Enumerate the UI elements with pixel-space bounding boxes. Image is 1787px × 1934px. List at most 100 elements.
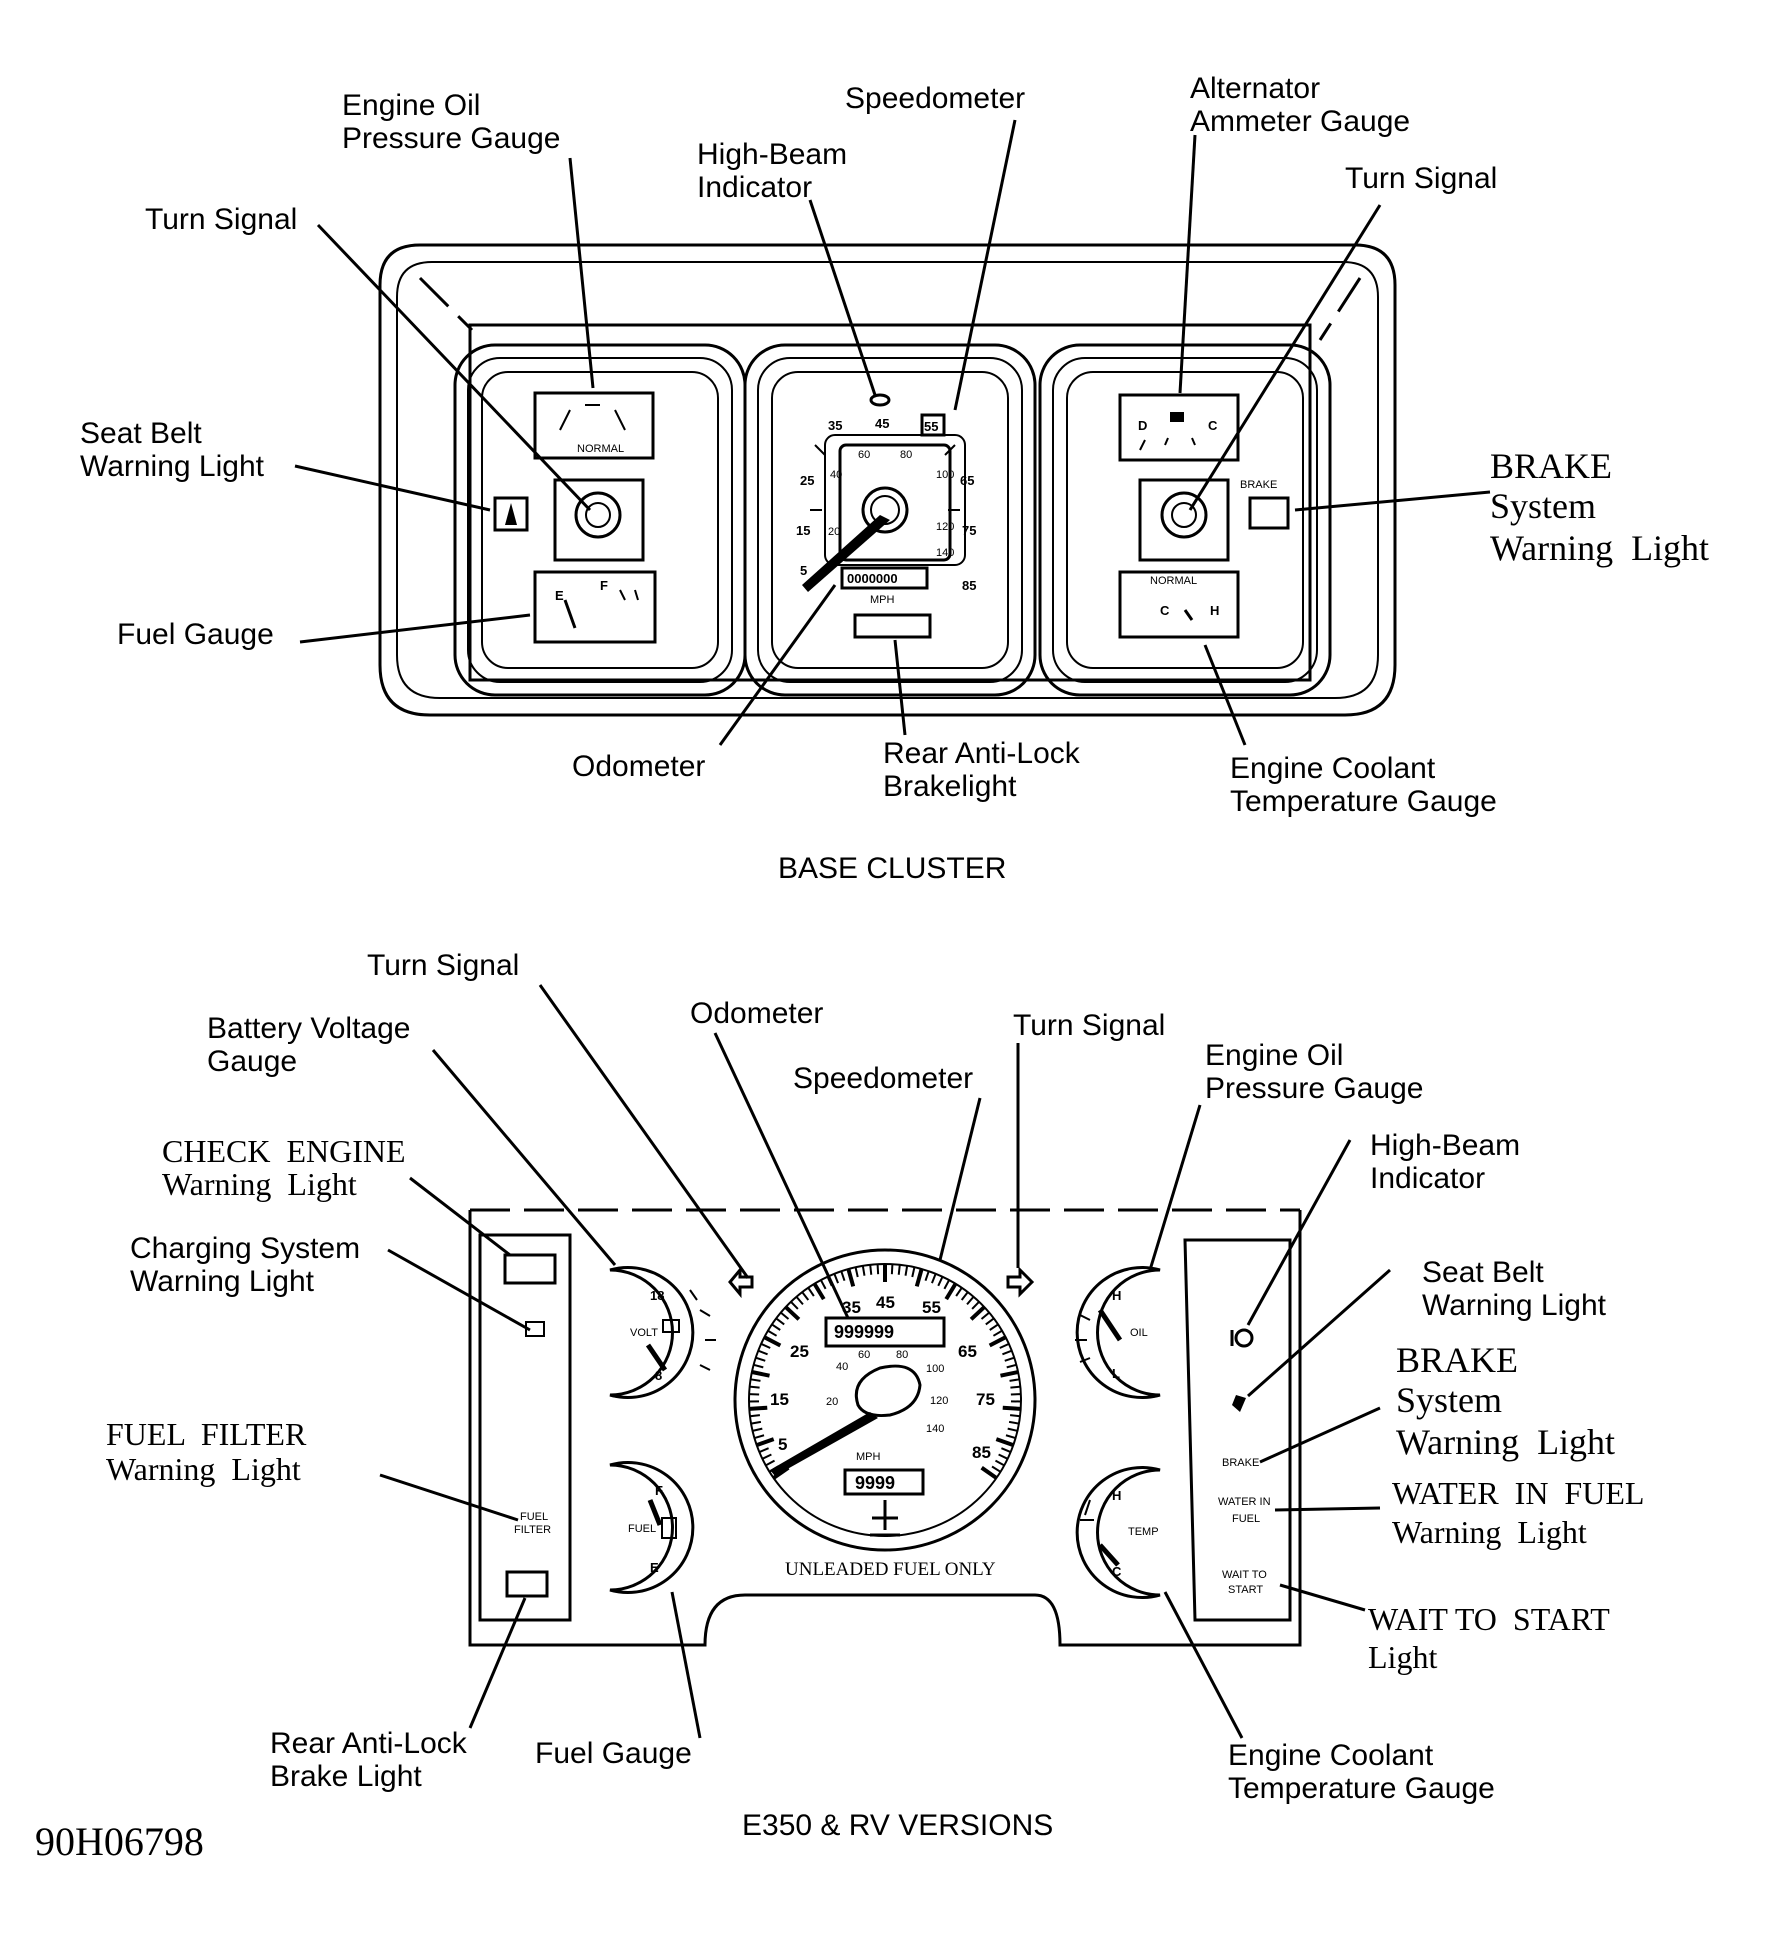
e350-temp-gauge: TEMP H C [1075, 1466, 1161, 1599]
e350-label-brake-3: Warning Light [1396, 1422, 1615, 1462]
base-kmh-140: 140 [936, 547, 954, 559]
fuel-dial-label: FUEL [628, 1523, 656, 1535]
speedometer-tick [771, 1323, 781, 1331]
e350-label-odometer: Odometer [690, 997, 823, 1030]
speedometer-tick [807, 1287, 815, 1297]
speedometer-tick [971, 1301, 980, 1310]
base-odometer [840, 566, 929, 590]
fuel-gauge [533, 570, 657, 644]
base-right-pod: D C BRAKE NORMAL C H [1038, 343, 1332, 697]
e350-speed-75: 75 [976, 1390, 995, 1409]
e350-speed-5: 5 [778, 1435, 787, 1454]
speedometer-tick [761, 1453, 772, 1460]
base-cluster-bezel [378, 243, 1397, 717]
speedometer-tick [756, 1437, 775, 1448]
speedometer-tick [969, 1305, 986, 1321]
volt-label: VOLT [630, 1327, 658, 1339]
speedometer-tick [998, 1453, 1009, 1460]
e350-speed-85: 85 [972, 1443, 991, 1462]
coolant-scale-h: H [1210, 603, 1219, 618]
oil-scale-h: H [1112, 1288, 1121, 1303]
base-odometer-digits: 0000000 [847, 571, 898, 586]
e350-left-lamps: FUEL FILTER [503, 1253, 557, 1598]
base-rear-antilock-light [853, 613, 932, 639]
speedometer-tick [750, 1378, 761, 1382]
e350-speed-15: 15 [770, 1390, 789, 1409]
speedometer-tick [985, 1317, 995, 1326]
e350-left-turn-arrow-icon [728, 1265, 754, 1299]
speedometer-tick [1004, 1356, 1015, 1362]
e350-labels: Turn Signal Battery Voltage Gauge Odomet… [106, 949, 1644, 1842]
base-speed-45: 45 [875, 416, 889, 431]
speedometer-tick [980, 1311, 990, 1320]
speedometer-tick [1002, 1405, 1021, 1411]
water-in-fuel-text-1: WATER IN [1218, 1496, 1271, 1508]
base-label-alternator-2: Ammeter Gauge [1190, 105, 1410, 138]
base-label-fuel-gauge: Fuel Gauge [117, 618, 274, 651]
base-label-rear-antilock-1: Rear Anti-Lock [883, 737, 1081, 770]
e350-volt-gauge: VOLT 18 8 [609, 1266, 716, 1399]
speedometer-tick [749, 1414, 761, 1418]
base-speed-15: 15 [796, 523, 810, 538]
temp-label: TEMP [1128, 1526, 1159, 1538]
e350-leader-lines [379, 984, 1391, 1739]
speedometer-tick [750, 1420, 762, 1425]
speedometer-tick [760, 1342, 771, 1349]
speedometer-tick [753, 1363, 764, 1369]
base-cluster: NORMAL E F 0000000 MPH [80, 72, 1709, 885]
speedometer-tick [980, 1466, 998, 1480]
e350-label-high-beam-2: Indicator [1370, 1162, 1485, 1195]
speedometer-tick [988, 1335, 1007, 1348]
fuel-scale-f: F [600, 578, 608, 593]
speedometer-tick [943, 1279, 950, 1290]
base-left-pod: NORMAL E F [453, 343, 747, 697]
seat-belt-light [493, 496, 529, 532]
e350-kmh-60: 60 [858, 1349, 870, 1361]
e350-label-rear-antilock-2: Brake Light [270, 1760, 422, 1793]
e350-speedometer-needle [770, 1412, 878, 1476]
e350-kmh-20: 20 [826, 1396, 838, 1408]
temp-scale-c: C [1112, 1564, 1122, 1579]
speedometer-tick [1010, 1385, 1021, 1389]
base-label-turn-signal-right: Turn Signal [1345, 162, 1497, 195]
base-label-brake-3: Warning Light [1490, 528, 1709, 568]
e350-caption: E350 & RV VERSIONS [742, 1809, 1053, 1842]
speedometer-tick [1008, 1420, 1020, 1425]
ammeter-scale-d: D [1138, 418, 1147, 433]
base-label-high-beam-2: Indicator [697, 171, 812, 204]
speedometer-tick [801, 1291, 810, 1301]
speedometer-tick [992, 1329, 1003, 1337]
speedometer-tick [840, 1270, 846, 1282]
e350-label-fuel-gauge: Fuel Gauge [535, 1737, 692, 1770]
base-speed-25: 25 [800, 473, 814, 488]
e350-oil-gauge: OIL H L [1075, 1266, 1161, 1399]
base-speed-85: 85 [962, 578, 976, 593]
speedometer-tick [937, 1276, 944, 1287]
e350-label-check-engine-2: Warning Light [162, 1166, 357, 1202]
speedometer-tick [767, 1329, 778, 1337]
base-label-brake-2: System [1490, 486, 1596, 526]
left-turn-signal-indicator [574, 491, 622, 539]
speedometer-needle [802, 515, 890, 592]
base-leader-lines [294, 119, 1491, 746]
base-label-odometer: Odometer [572, 750, 705, 783]
speedometer-tick [820, 1279, 827, 1290]
speedometer-tick [751, 1370, 770, 1378]
e350-label-water-in-fuel-1: WATER IN FUEL [1392, 1475, 1644, 1511]
speedometer-tick [1001, 1447, 1012, 1453]
e350-label-turn-signal-right: Turn Signal [1013, 1009, 1165, 1042]
speedometer-tick [966, 1296, 975, 1306]
e350-label-rear-antilock-1: Rear Anti-Lock [270, 1727, 468, 1760]
base-label-high-beam-1: High-Beam [697, 138, 847, 171]
base-label-coolant-1: Engine Coolant [1230, 752, 1436, 785]
e350-label-coolant-2: Temperature Gauge [1228, 1772, 1495, 1805]
e350-trip-digits: 9999 [855, 1473, 895, 1493]
speedometer-tick [812, 1282, 826, 1301]
e350-label-check-engine-1: CHECK ENGINE [162, 1133, 406, 1169]
water-in-fuel-text-2: FUEL [1232, 1513, 1260, 1525]
e350-housing [468, 1208, 1302, 1647]
e350-label-wait-to-start-2: Light [1368, 1639, 1437, 1675]
speedometer-tick [754, 1434, 765, 1440]
e350-brake-lamp-text: BRAKE [1222, 1457, 1259, 1469]
